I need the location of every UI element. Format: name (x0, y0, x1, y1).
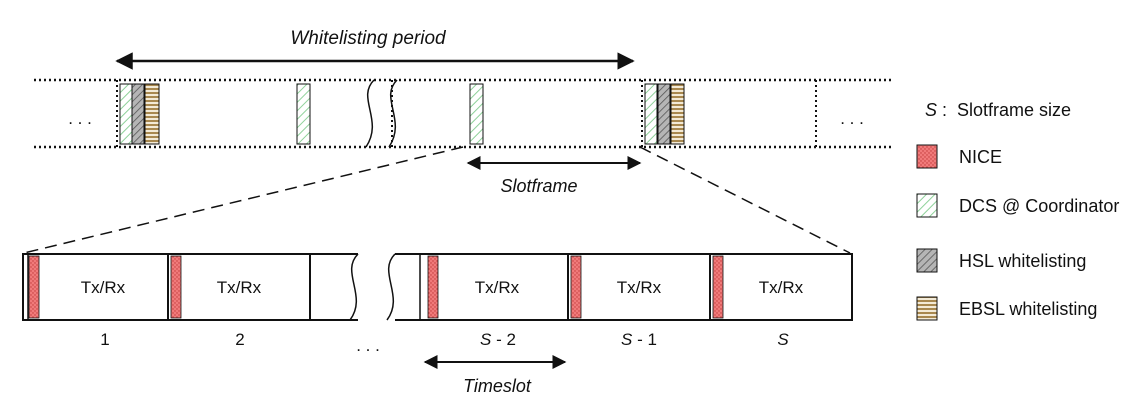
legend-swatch-ebsl (916, 296, 938, 321)
bottom-row: Tx/Rx Tx/Rx Tx/Rx Tx/Rx Tx/Rx 1 2 . . . … (22, 253, 853, 396)
slot-text: Tx/Rx (217, 278, 262, 297)
legend-label-dcs: DCS @ Coordinator (959, 196, 1119, 216)
legend-label-hsl: HSL whitelisting (959, 251, 1086, 271)
dcs-cell (469, 83, 484, 145)
whitelisting-period-label: Whitelisting period (290, 28, 447, 49)
nice-cell (712, 255, 724, 319)
legend-swatch-nice (916, 144, 938, 169)
slot-index: S - 2 (480, 330, 516, 349)
slot-text: Tx/Rx (475, 278, 520, 297)
nice-cell (427, 255, 439, 319)
bottom-break-right (386, 253, 396, 321)
slot-index: S - 1 (621, 330, 657, 349)
bottom-break-left (349, 253, 359, 321)
dcs-cell (644, 83, 658, 145)
nice-cell (170, 255, 182, 319)
zoom-line-left (23, 146, 464, 254)
slot-index: S (777, 330, 789, 349)
dcs-cell (296, 83, 311, 145)
ebsl-cell (144, 83, 160, 145)
bottom-frame-right (395, 253, 853, 321)
slot-index: 1 (100, 330, 109, 349)
timeslot-label: Timeslot (463, 376, 532, 396)
nice-cell (28, 255, 40, 319)
hsl-cell (657, 83, 671, 145)
top-ellipsis-left: . . . (68, 109, 92, 128)
legend-swatch-hsl (916, 248, 938, 273)
legend-swatch-dcs (916, 193, 938, 218)
bottom-frame-left (22, 253, 358, 321)
legend-label-nice: NICE (959, 147, 1002, 167)
slot-dividers (167, 254, 711, 320)
legend-slotframe-size: S : Slotframe size (925, 100, 1071, 120)
top-break-right (388, 79, 398, 148)
dcs-cell (119, 83, 133, 145)
legend: S : Slotframe size NICE DCS @ Coordinato… (916, 100, 1119, 321)
legend-label-ebsl: EBSL whitelisting (959, 299, 1097, 319)
slot-ellipsis: . . . (356, 336, 380, 355)
top-row-dividers (116, 80, 817, 147)
slot-text: Tx/Rx (759, 278, 804, 297)
nice-cell (570, 255, 582, 319)
slot-text: Tx/Rx (81, 278, 126, 297)
slot-text: Tx/Rx (617, 278, 662, 297)
ebsl-cell (670, 83, 685, 145)
slot-index: 2 (235, 330, 244, 349)
top-ellipsis-right: . . . (840, 109, 864, 128)
zoom-line-right (639, 146, 851, 254)
top-row: Whitelisting period . . . . . . (34, 28, 894, 196)
hsl-cell (131, 83, 145, 145)
slotframe-label: Slotframe (500, 176, 577, 196)
top-break-left (365, 79, 375, 148)
